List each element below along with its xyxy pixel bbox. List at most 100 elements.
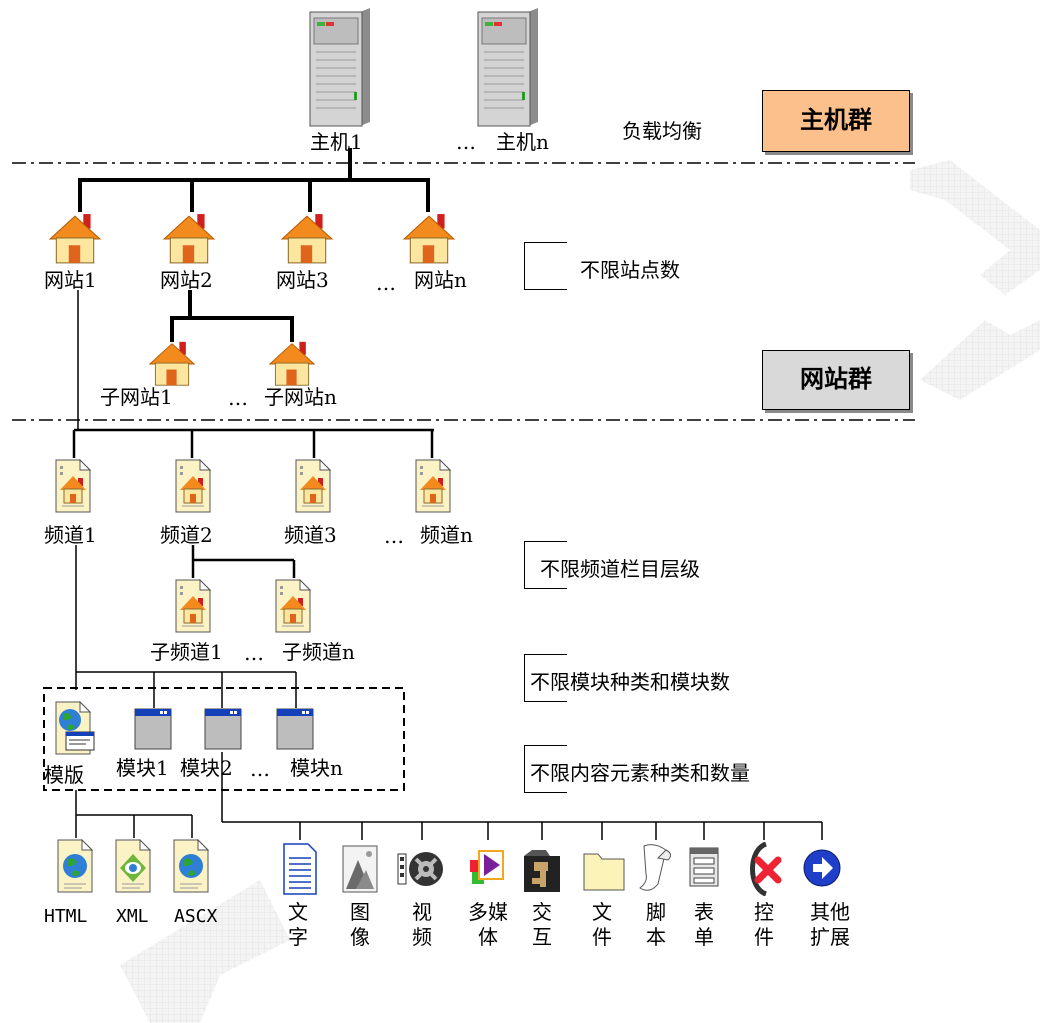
control-icon [744, 841, 788, 900]
site-group-badge: 网站群 [762, 350, 910, 410]
channels-note-bracket [524, 541, 567, 589]
subsite-label: 子网站n [264, 385, 337, 409]
element-label-line1: 交 [532, 900, 552, 924]
template-icon [54, 700, 96, 762]
element-label-line2: 互 [532, 925, 552, 949]
channel-page-icon [54, 458, 94, 520]
image-icon [340, 842, 380, 900]
element-label: 控件 [734, 900, 794, 950]
house-icon [402, 212, 456, 270]
modules-ellipsis: … [250, 757, 270, 781]
server-icon [308, 8, 374, 134]
document-icon [280, 842, 320, 900]
channel-page-icon [274, 578, 314, 640]
host-n-label: 主机n [496, 130, 549, 154]
site-label: 网站n [414, 268, 467, 292]
subsite-label: 子网站1 [100, 385, 173, 409]
house-icon [280, 212, 334, 270]
module-label: 模块1 [116, 756, 169, 780]
load-balance-label: 负载均衡 [622, 119, 702, 143]
module-label: 模块n [290, 756, 343, 780]
channel-label: 频道1 [44, 523, 97, 547]
module-label: 模块2 [180, 756, 233, 780]
element-label-line1: 多媒 [468, 900, 508, 924]
channel-page-icon [174, 458, 214, 520]
sites-note-bracket [524, 242, 567, 290]
house-icon [268, 340, 316, 392]
subchannel-label: 子频道1 [150, 640, 223, 664]
content-note-bracket [524, 745, 567, 793]
element-label: 文件 [572, 900, 632, 950]
element-label-line1: 文 [592, 900, 612, 924]
element-label-line2: 体 [478, 925, 498, 949]
content-note: 不限内容元素种类和数量 [530, 761, 750, 785]
modules-note: 不限模块种类和模块数 [530, 670, 730, 694]
channel-label: 频道n [420, 523, 473, 547]
server-icon [476, 8, 542, 134]
script-icon [634, 842, 678, 900]
folder-icon [582, 842, 626, 900]
multimedia-icon [466, 842, 510, 900]
element-label-line2: 件 [754, 925, 774, 949]
format-label: ASCX [174, 906, 218, 927]
element-label-line1: 图 [350, 900, 370, 924]
house-icon [162, 212, 216, 270]
element-label: 文字 [268, 900, 328, 950]
house-icon [48, 212, 102, 270]
element-label-line1: 表 [694, 900, 714, 924]
channel-page-icon [294, 458, 334, 520]
element-label-line1: 脚 [646, 900, 666, 924]
module-window-icon [204, 708, 242, 754]
element-label-line2: 本 [646, 925, 666, 949]
template-label: 模版 [44, 763, 84, 787]
subsites-ellipsis: … [228, 386, 248, 410]
host-1-label: 主机1 [310, 130, 363, 154]
element-label-line1: 文 [288, 900, 308, 924]
form-icon [686, 842, 722, 900]
element-label: 其他扩展 [800, 900, 860, 950]
web-file-icon [56, 838, 96, 900]
web-file-icon [172, 838, 212, 900]
element-label: 交互 [512, 900, 572, 950]
extension-icon [800, 842, 844, 900]
house-icon [148, 340, 196, 392]
host-group-badge: 主机群 [762, 90, 910, 152]
module-window-icon [276, 708, 314, 754]
element-label-line2: 像 [350, 925, 370, 949]
element-label-line2: 频 [412, 925, 432, 949]
element-label: 脚本 [626, 900, 686, 950]
sites-note: 不限站点数 [580, 258, 680, 282]
element-label: 表单 [674, 900, 734, 950]
subchannels-ellipsis: … [244, 641, 264, 665]
element-label: 视频 [392, 900, 452, 950]
xml-file-icon [114, 838, 154, 900]
element-label: 多媒体 [458, 900, 518, 950]
format-label: XML [116, 906, 149, 927]
channels-ellipsis: … [384, 524, 404, 548]
element-label-line1: 控 [754, 900, 774, 924]
site-label: 网站3 [276, 268, 329, 292]
modules-note-bracket [524, 654, 567, 702]
element-label: 图像 [330, 900, 390, 950]
site-label: 网站2 [160, 268, 213, 292]
channel-label: 频道2 [160, 523, 213, 547]
site-label: 网站1 [44, 268, 97, 292]
video-icon [396, 842, 448, 900]
element-label-line1: 其他 [810, 900, 850, 924]
sites-ellipsis: … [376, 271, 396, 295]
module-window-icon [134, 708, 172, 754]
channel-page-icon [174, 578, 214, 640]
channels-note: 不限频道栏目层级 [540, 557, 700, 581]
format-label: HTML [44, 906, 88, 927]
element-label-line2: 扩展 [810, 925, 850, 949]
element-label-line2: 字 [288, 925, 308, 949]
element-label-line2: 单 [694, 925, 714, 949]
channel-page-icon [414, 458, 454, 520]
element-label-line2: 件 [592, 925, 612, 949]
host-ellipsis: … [456, 130, 476, 154]
element-label-line1: 视 [412, 900, 432, 924]
channel-label: 频道3 [284, 523, 337, 547]
